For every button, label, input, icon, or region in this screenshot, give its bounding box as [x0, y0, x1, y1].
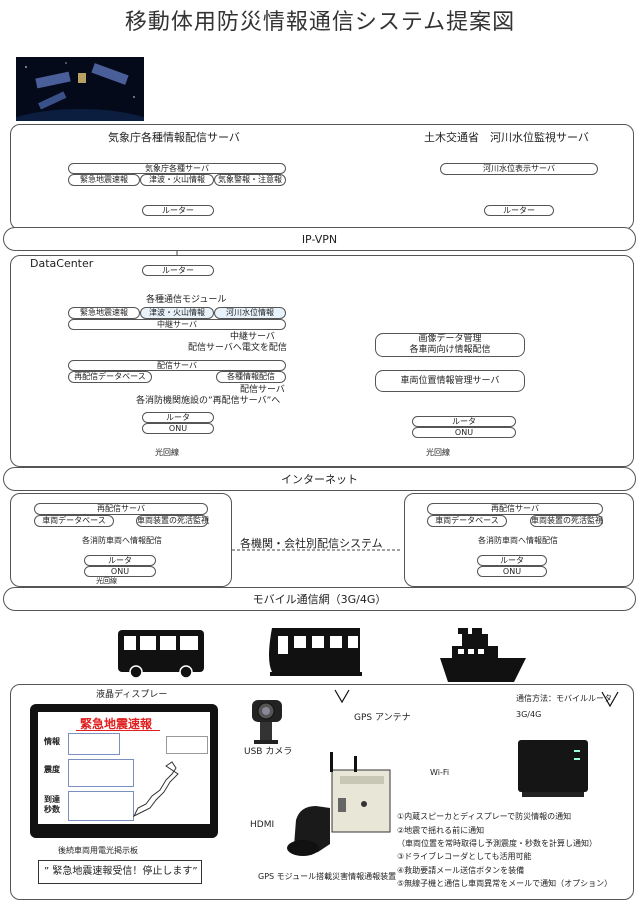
ipvpn-band: IP-VPN — [3, 227, 636, 251]
feature-5: ⑤無線子機と通信し車両異常をメールで通知（オプション） — [397, 879, 613, 888]
lcd-display: 緊急地震速報 情報 震度 到達秒数 — [30, 704, 218, 838]
dc-router-left: ルータ — [142, 412, 214, 423]
usb-camera-label: USB カメラ — [244, 747, 293, 757]
agency-left-fiber: 光回線 — [96, 577, 117, 585]
comm-type: 3G/4G — [516, 710, 542, 719]
device-label: GPS モジュール搭載災害情報通報装置 — [258, 872, 397, 881]
agency-right-vehicle-db: 車両データベース — [427, 515, 507, 527]
module-tsunami: 津波・火山情報 — [140, 307, 214, 319]
field-seconds-box — [68, 791, 134, 821]
hdmi-label: HDMI — [250, 820, 275, 830]
fiber-left: 光回線 — [155, 448, 179, 457]
dist-note-1: 配信サーバ — [240, 385, 285, 395]
comm-method: 通信方法：モバイルルータ — [516, 694, 612, 703]
datacenter-label: DataCenter — [30, 257, 94, 270]
image-mgmt-line1: 画像データ管理 — [418, 334, 482, 344]
feature-2: ②地震で揺れる前に通知 — [397, 826, 485, 835]
lcd-screen: 緊急地震速報 情報 震度 到達秒数 — [38, 712, 210, 824]
agency-right-dist-note: 各消防車両へ情報配信 — [478, 536, 558, 545]
dc-onu-right: ONU — [412, 427, 516, 438]
page-title: 移動体用防災情報通信システム提案図 — [124, 10, 516, 35]
agency-left-redist-server: 再配信サーバ — [34, 503, 208, 515]
field-seconds: 到達秒数 — [44, 795, 60, 814]
field-intensity: 震度 — [44, 765, 60, 774]
agency-center-label: 各機関・会社別配信システム — [240, 537, 383, 550]
gps-antenna-label: GPS アンテナ — [354, 713, 411, 723]
field-info-box — [68, 733, 120, 755]
display-label: 液晶ディスプレー — [96, 690, 168, 700]
dist-note-2: 各消防機関施設の”再配信サーバ”へ — [136, 396, 281, 406]
agency-right-router: ルータ — [477, 555, 547, 566]
wifi-label: Wi-Fi — [430, 768, 450, 777]
vehicle-mgmt-server: 車両位置情報管理サーバ — [375, 370, 525, 392]
relay-note-2: 配信サーバへ電文を配信 — [188, 343, 287, 353]
feature-4: ④救助要請メール送信ボタンを装備 — [397, 866, 525, 875]
agency-right-onu: ONU — [477, 566, 547, 577]
agency-left-vehicle-monitor: 車両装置の死活監視 — [136, 515, 209, 527]
dc-router: ルーター — [142, 265, 214, 276]
fiber-right: 光回線 — [426, 448, 450, 457]
jma-item-warning: 気象警報・注意報 — [214, 174, 286, 186]
agency-left-dist-note: 各消防車両へ情報配信 — [82, 536, 162, 545]
mini-panel — [166, 736, 208, 754]
field-intensity-box — [68, 759, 134, 787]
jma-item-eew: 緊急地震速報 — [68, 174, 140, 186]
internet-band: インターネット — [3, 467, 636, 491]
mlit-router: ルーター — [484, 205, 554, 216]
jma-server: 気象庁各種サーバ — [68, 163, 286, 174]
module-eew: 緊急地震速報 — [68, 307, 140, 319]
sign-label: 後続車両用電光掲示板 — [58, 846, 138, 855]
alert-title: 緊急地震速報 — [80, 717, 153, 731]
image-mgmt-server: 画像データ管理 各車両向け情報配信 — [375, 333, 525, 357]
jma-header: 気象庁各種情報配信サーバ — [108, 131, 240, 144]
agency-left-vehicle-db: 車両データベース — [34, 515, 114, 527]
dc-onu-left: ONU — [142, 423, 214, 434]
jma-router: ルーター — [142, 205, 214, 216]
mobile-band: モバイル通信網（3G/4G） — [3, 587, 636, 611]
feature-2b: （車両位置を常時取得し予測震度・秒数を計算し通知） — [397, 839, 597, 848]
train-icon — [269, 628, 362, 676]
redist-db: 再配信データベース — [68, 371, 152, 383]
feature-1: ①内蔵スピーカとディスプレーで防災情報の通知 — [397, 812, 572, 821]
module-river: 河川水位情報 — [214, 307, 286, 319]
dc-router-right: ルータ — [412, 416, 516, 427]
image-mgmt-line2: 各車両向け情報配信 — [409, 345, 491, 355]
module-title: 各種通信モジュール — [146, 295, 227, 305]
bus-icon — [118, 630, 204, 679]
alert-title-underline — [76, 730, 160, 731]
agency-right-vehicle-monitor: 車両装置の死活監視 — [530, 515, 603, 527]
satellite-image — [16, 57, 144, 121]
agency-right-redist-server: 再配信サーバ — [427, 503, 603, 515]
field-info: 情報 — [44, 737, 60, 746]
mlit-header: 土木交通省 河川水位監視サーバ — [424, 131, 589, 144]
info-dist: 各種情報配信 — [216, 371, 286, 383]
ship-icon — [440, 628, 526, 682]
led-sign: ” 緊急地震速報受信！停止します” — [38, 860, 202, 884]
jma-item-tsunami: 津波・火山情報 — [140, 174, 214, 186]
dist-server: 配信サーバ — [68, 360, 286, 371]
agency-left-router: ルータ — [84, 555, 156, 566]
relay-server: 中継サーバ — [68, 319, 286, 330]
led-sign-text: ” 緊急地震速報受信！停止します” — [44, 866, 198, 877]
agency-left-onu: ONU — [84, 566, 156, 577]
feature-3: ③ドライブレコーダとしても活用可能 — [397, 852, 532, 861]
japan-map-icon — [132, 761, 179, 818]
river-server: 河川水位表示サーバ — [440, 163, 598, 175]
relay-note-1: 中継サーバ — [230, 332, 275, 342]
